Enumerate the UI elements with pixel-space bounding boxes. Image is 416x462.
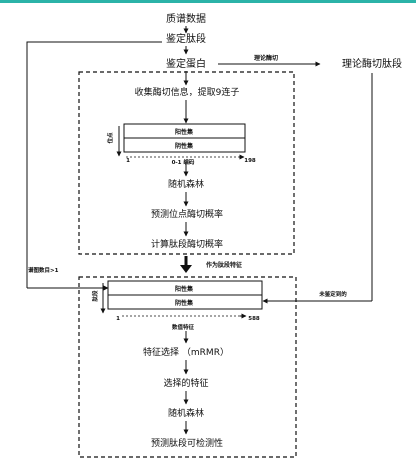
edge-theoretical-digestion: 理论酶切 [254, 54, 278, 62]
top-accent-bar [0, 0, 416, 3]
node-predict-site: 预测位点酶切概率 [151, 208, 223, 220]
node-identified-peptides: 鉴定肽段 [166, 32, 206, 45]
matrix2-end: 588 [248, 316, 260, 322]
matrix2-axis-label: 数值特征 [172, 323, 195, 331]
matrix1-negative-label: 阴性集 [175, 142, 194, 150]
edge-undetected: 未鉴定到的 [318, 290, 347, 298]
node-mass-spec: 质谱数据 [166, 12, 206, 25]
edge-spectral-count: 谱图数目>1 [28, 266, 59, 274]
matrix2-start: 1 [116, 316, 120, 322]
matrix2-negative-box [107, 294, 263, 310]
matrix1-positive-label: 阳性集 [175, 128, 194, 136]
node-calc-peptide: 计算肽段酶切概率 [151, 238, 223, 250]
matrix1-y-label: 位点 [106, 132, 114, 144]
matrix2-negative-label: 阴性集 [175, 299, 194, 307]
node-selected-features: 选择的特征 [163, 377, 208, 389]
node-theoretical-peptides: 理论酶切肽段 [342, 57, 402, 70]
node-identified-proteins: 鉴定蛋白 [166, 57, 206, 70]
node-random-forest-2: 随机森林 [168, 407, 204, 419]
matrix1-negative-box [123, 137, 246, 153]
thick-arrow-head [180, 265, 192, 273]
matrix2-positive-label: 阳性集 [175, 285, 194, 293]
node-predict-detectability: 预测肽段可检测性 [151, 437, 223, 449]
node-collect-info: 收集酶切信息，提取9连子 [135, 86, 240, 98]
lower-dashed-region [78, 276, 297, 458]
matrix1-axis-label: 0-1 编码 [172, 158, 195, 166]
loop-left-line [26, 41, 162, 288]
matrix1-start: 1 [126, 158, 130, 164]
matrix2-y-label: 肽段 [91, 290, 99, 302]
matrix1-end: 198 [244, 158, 256, 164]
node-random-forest-1: 随机森林 [168, 178, 204, 190]
node-feature-selection: 特征选择 （mRMR） [143, 346, 229, 358]
edge-as-feature: 作为肽段特征 [206, 261, 242, 269]
